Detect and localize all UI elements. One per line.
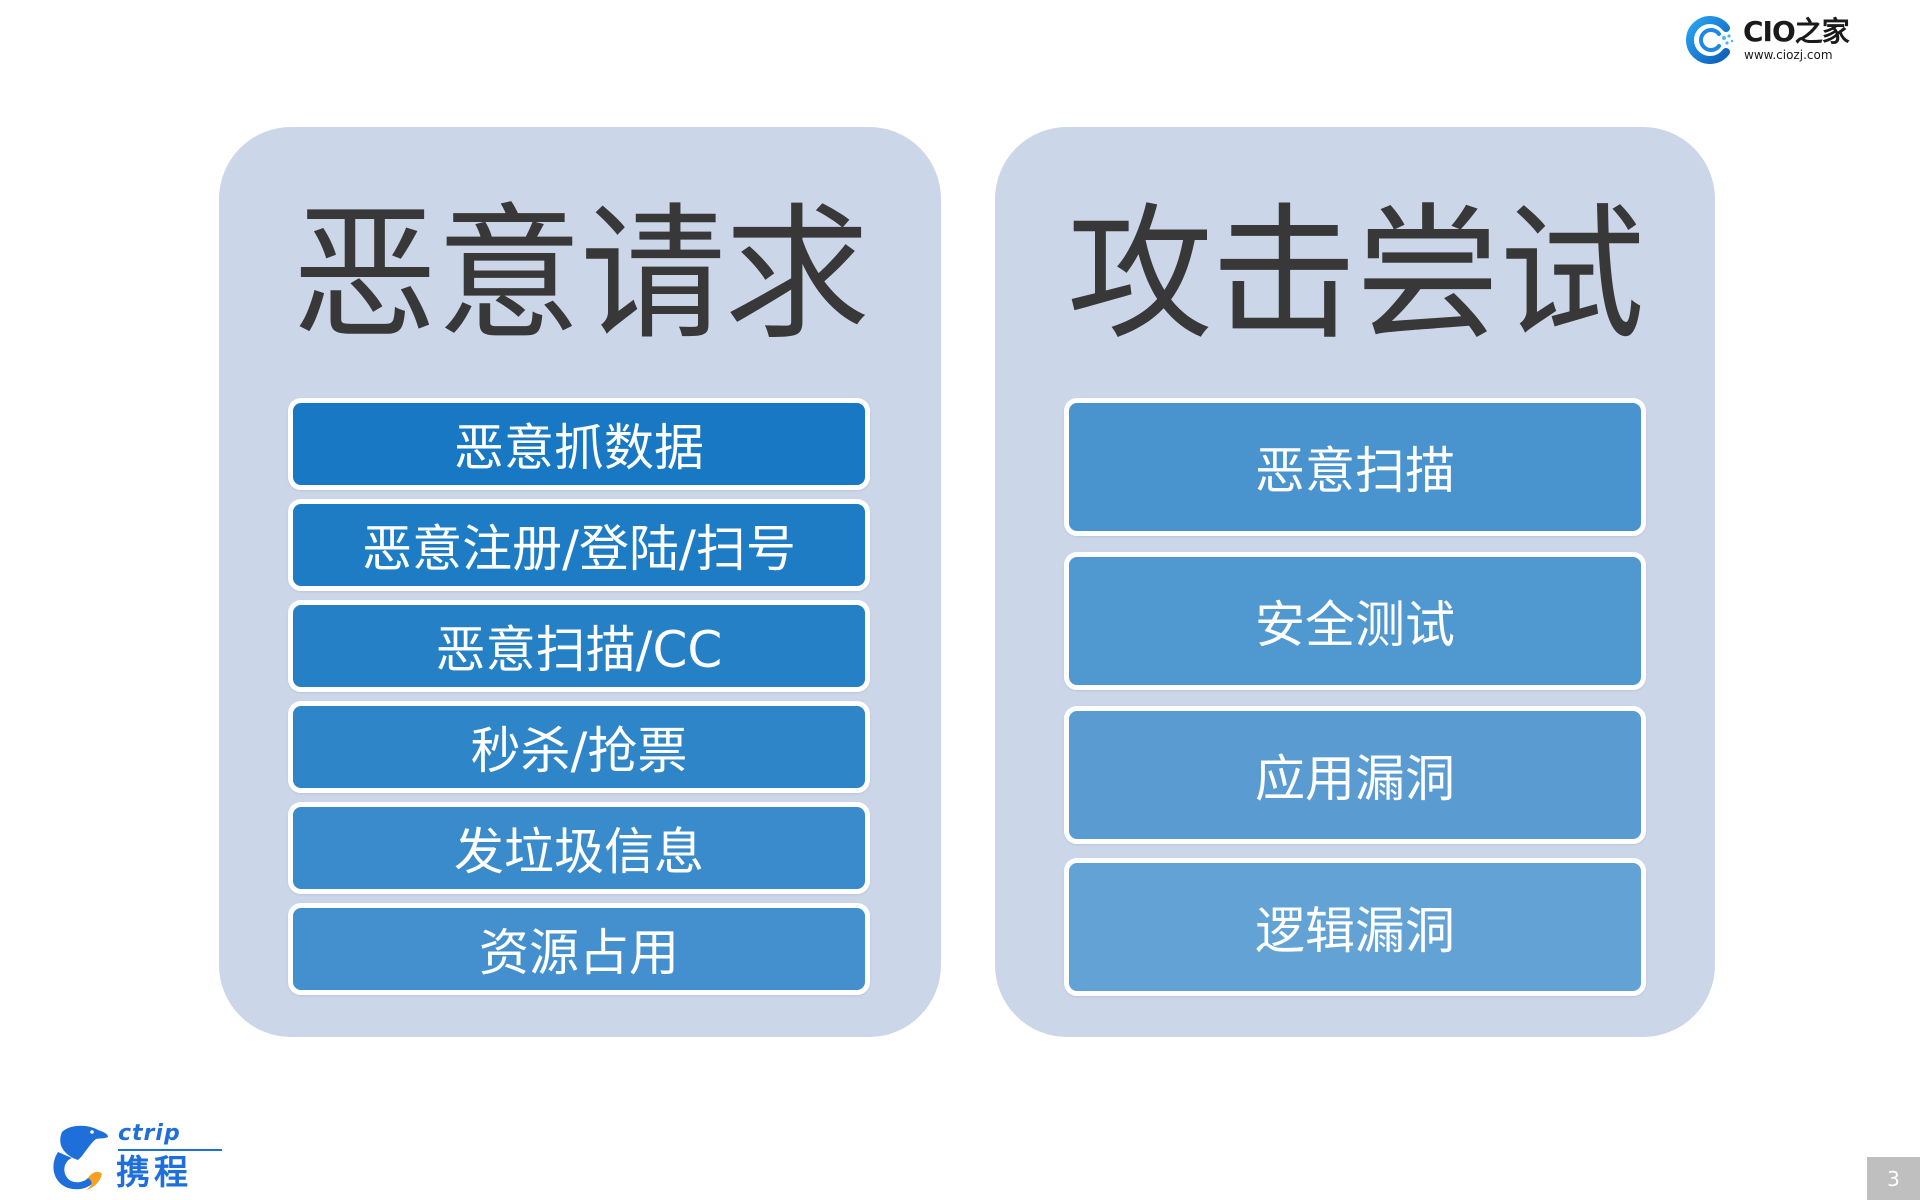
item-spam[interactable]: 发垃圾信息 xyxy=(288,802,870,894)
item-label: 资源占用 xyxy=(479,924,679,982)
item-label: 恶意注册/登陆/扫号 xyxy=(362,520,796,578)
cio-home-logo: CIO之家 www.ciozj.com xyxy=(1686,16,1856,66)
item-application-vulnerability[interactable]: 应用漏洞 xyxy=(1064,706,1646,844)
panel-malicious-requests: 恶意请求 恶意抓数据 恶意注册/登陆/扫号 恶意扫描/CC 秒杀/抢票 发垃圾信… xyxy=(219,127,941,1037)
panel-title-attack-attempts: 攻击尝试 xyxy=(1067,190,1645,360)
ctrip-divider xyxy=(118,1149,222,1151)
ctrip-wordmark: ctrip xyxy=(118,1121,181,1146)
dolphin-icon xyxy=(53,1125,108,1190)
cio-c-ring-icon xyxy=(1686,16,1734,64)
item-label: 恶意抓数据 xyxy=(454,419,704,477)
item-label: 恶意扫描/CC xyxy=(435,621,723,679)
item-malicious-scraping[interactable]: 恶意抓数据 xyxy=(288,398,870,490)
cio-logo-url: www.ciozj.com xyxy=(1744,48,1833,62)
item-malicious-register-login[interactable]: 恶意注册/登陆/扫号 xyxy=(288,499,870,591)
item-label: 秒杀/抢票 xyxy=(470,722,688,780)
item-resource-hogging[interactable]: 资源占用 xyxy=(288,903,870,995)
item-label: 逻辑漏洞 xyxy=(1255,902,1455,960)
ctrip-chinese-name: 携程 xyxy=(116,1153,192,1193)
item-malicious-scan-cc[interactable]: 恶意扫描/CC xyxy=(288,600,870,692)
item-malicious-scan[interactable]: 恶意扫描 xyxy=(1064,398,1646,536)
item-label: 恶意扫描 xyxy=(1255,442,1455,500)
item-label: 发垃圾信息 xyxy=(454,823,704,881)
ctrip-logo: ctrip 携程 xyxy=(48,1122,228,1194)
page-number-badge: 3 xyxy=(1867,1157,1920,1200)
panel-title-malicious-requests: 恶意请求 xyxy=(292,190,870,360)
cio-logo-title: CIO之家 xyxy=(1743,15,1850,48)
item-flash-sale-ticket[interactable]: 秒杀/抢票 xyxy=(288,701,870,793)
page-number: 3 xyxy=(1887,1166,1900,1191)
item-label: 安全测试 xyxy=(1255,596,1455,654)
item-security-testing[interactable]: 安全测试 xyxy=(1064,552,1646,690)
panel-attack-attempts: 攻击尝试 恶意扫描 安全测试 应用漏洞 逻辑漏洞 xyxy=(995,127,1715,1037)
item-label: 应用漏洞 xyxy=(1255,750,1455,808)
item-logic-vulnerability[interactable]: 逻辑漏洞 xyxy=(1064,858,1646,996)
